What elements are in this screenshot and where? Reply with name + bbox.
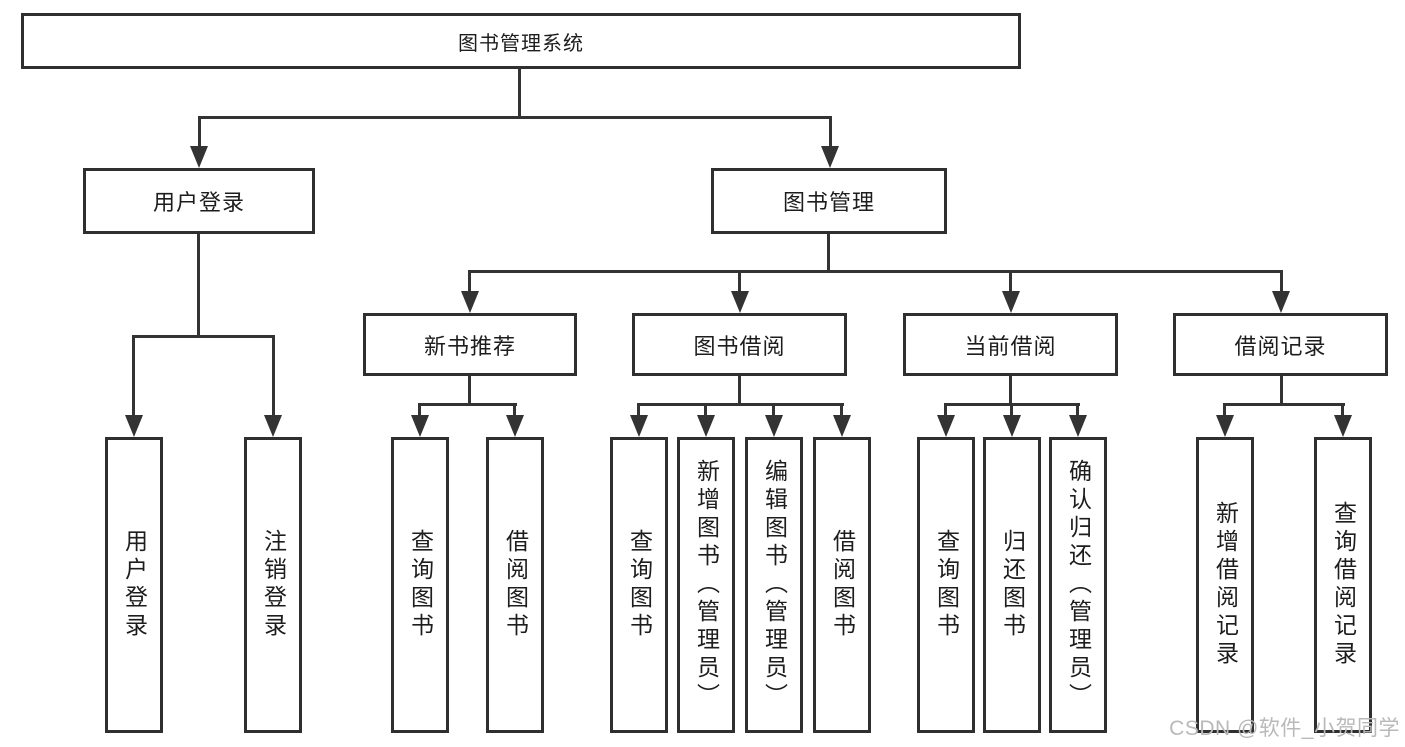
connector-line: [738, 376, 741, 406]
leaf-query-book-current: 查询图书: [917, 437, 975, 733]
arrow-down-icon: [697, 415, 715, 437]
connector-line: [827, 234, 830, 273]
arrow-down-icon: [821, 146, 839, 168]
leaf-label: 借阅图书: [502, 529, 529, 641]
connector-line: [1280, 270, 1283, 293]
leaf-logout: 注销登录: [244, 437, 302, 733]
connector-line: [198, 116, 201, 149]
node-borrowing-records: 借阅记录: [1173, 313, 1388, 376]
connector-line: [1223, 403, 1226, 417]
node-new-book-recommend: 新书推荐: [363, 313, 577, 376]
connector-line: [637, 403, 640, 417]
arrow-down-icon: [264, 415, 282, 437]
connector-line: [132, 335, 275, 338]
connector-line: [637, 403, 844, 406]
arrow-down-icon: [1216, 415, 1234, 437]
arrow-down-icon: [1272, 291, 1290, 313]
leaf-edit-book-admin: 编辑图书（管理员）: [745, 437, 803, 733]
leaf-label: 用户登录: [121, 529, 148, 641]
leaf-user-login: 用户登录: [105, 437, 163, 733]
arrow-down-icon: [1002, 291, 1020, 313]
connector-line: [772, 403, 775, 417]
node-book-borrowing: 图书借阅: [632, 313, 847, 376]
node-root-label: 图书管理系统: [458, 32, 584, 55]
node-label: 借阅记录: [1234, 333, 1327, 359]
leaf-query-book-borrowing: 查询图书: [610, 437, 668, 733]
leaf-return-book: 归还图书: [983, 437, 1041, 733]
arrow-down-icon: [125, 415, 143, 437]
leaf-label: 编辑图书（管理员）: [761, 459, 788, 711]
arrow-down-icon: [1069, 415, 1087, 437]
connector-line: [1223, 403, 1345, 406]
connector-line: [197, 234, 200, 338]
connector-line: [704, 403, 707, 417]
connector-line: [518, 66, 521, 118]
leaf-label: 新增图书（管理员）: [693, 459, 720, 711]
node-label: 当前借阅: [964, 333, 1057, 359]
watermark: CSDN @软件_小贺同学: [1169, 717, 1400, 740]
arrow-down-icon: [731, 291, 749, 313]
connector-line: [1009, 270, 1012, 293]
leaf-label: 注销登录: [260, 529, 287, 641]
leaf-label: 借阅图书: [829, 529, 856, 641]
leaf-label: 归还图书: [999, 529, 1026, 641]
arrow-down-icon: [411, 415, 429, 437]
node-root: 图书管理系统: [21, 13, 1021, 69]
connector-line: [468, 270, 1283, 273]
connector-line: [944, 403, 947, 417]
leaf-label: 查询图书: [626, 529, 653, 641]
arrow-down-icon: [833, 415, 851, 437]
connector-line: [840, 403, 843, 417]
leaf-query-book-recommend: 查询图书: [391, 437, 449, 733]
connector-line: [1076, 403, 1079, 417]
connector-line: [1341, 403, 1344, 417]
node-label: 图书管理: [782, 190, 875, 215]
leaf-label: 确认归还（管理员）: [1065, 459, 1092, 711]
leaf-add-book-admin: 新增图书（管理员）: [677, 437, 735, 733]
connector-line: [272, 335, 275, 417]
arrow-down-icon: [765, 415, 783, 437]
leaf-borrow-book: 借阅图书: [813, 437, 871, 733]
node-label: 图书借阅: [693, 333, 786, 359]
arrow-down-icon: [630, 415, 648, 437]
leaf-label: 查询图书: [407, 529, 434, 641]
connector-line: [198, 116, 832, 119]
leaf-borrow-book-recommend: 借阅图书: [486, 437, 544, 733]
node-current-borrowing: 当前借阅: [903, 313, 1118, 376]
node-label: 新书推荐: [423, 333, 516, 359]
leaf-label: 查询借阅记录: [1330, 501, 1357, 669]
arrow-down-icon: [1334, 415, 1352, 437]
connector-line: [1009, 376, 1012, 406]
connector-line: [513, 403, 516, 417]
connector-line: [418, 403, 421, 417]
node-user-login: 用户登录: [83, 168, 315, 234]
connector-line: [829, 116, 832, 149]
arrow-down-icon: [506, 415, 524, 437]
node-label: 用户登录: [152, 190, 245, 215]
node-book-management: 图书管理: [711, 168, 947, 234]
connector-line: [1010, 403, 1013, 417]
connector-line: [132, 335, 135, 417]
leaf-label: 新增借阅记录: [1212, 501, 1239, 669]
arrow-down-icon: [461, 291, 479, 313]
arrow-down-icon: [1003, 415, 1021, 437]
connector-line: [738, 270, 741, 293]
leaf-add-borrow-record: 新增借阅记录: [1196, 437, 1254, 733]
connector-line: [1280, 376, 1283, 406]
connector-line: [468, 376, 471, 406]
leaf-query-borrow-record: 查询借阅记录: [1314, 437, 1372, 733]
arrow-down-icon: [937, 415, 955, 437]
leaf-label: 查询图书: [933, 529, 960, 641]
leaf-confirm-return-admin: 确认归还（管理员）: [1049, 437, 1107, 733]
connector-line: [418, 403, 517, 406]
arrow-down-icon: [190, 146, 208, 168]
connector-line: [468, 270, 471, 293]
